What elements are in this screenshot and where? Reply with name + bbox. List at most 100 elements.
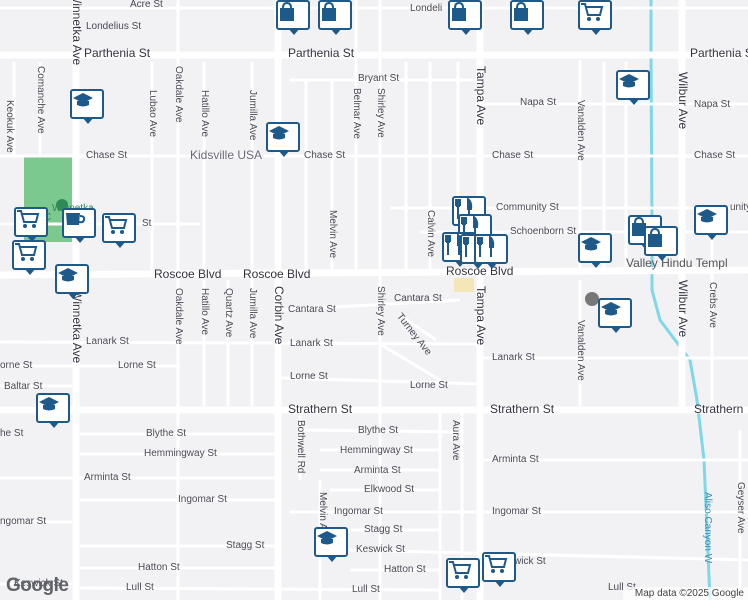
street-label: Geyser Ave	[735, 482, 746, 534]
street-label: Wilbur Ave	[676, 72, 690, 130]
map-data-attribution[interactable]: Map data ©2025 Google	[634, 588, 744, 599]
street-label: Stagg St	[364, 524, 403, 535]
street-label: Napa St	[694, 99, 731, 110]
street-label: Londelius St	[86, 21, 142, 32]
school-pin[interactable]	[314, 527, 352, 562]
street-label: Vanalden Ave	[575, 320, 586, 381]
map-footer: Map data ©2025 Google	[622, 587, 748, 600]
school-icon	[619, 74, 639, 88]
coffee-cup-icon	[66, 213, 86, 225]
shopping-pin[interactable]	[318, 0, 356, 35]
shopping-bag-icon	[514, 2, 528, 21]
school-icon	[39, 397, 59, 411]
aliso-canyon-wash	[649, 0, 712, 600]
shopping-pin[interactable]	[448, 0, 486, 35]
street-label: Chase St	[304, 150, 346, 161]
restaurant-pin[interactable]	[474, 234, 512, 269]
place-label: Valley Hindu Templ	[626, 256, 728, 270]
grocery-pin[interactable]	[102, 213, 140, 248]
street-label: Chase St	[492, 150, 534, 161]
street-label: Strathern St	[288, 402, 353, 416]
street-label: Schoenborn St	[510, 226, 577, 237]
street-label: Ingomar St	[178, 494, 227, 505]
street-label: Shirley Ave	[375, 88, 386, 138]
shopping-pin[interactable]	[510, 0, 548, 35]
plaza-area	[454, 278, 474, 292]
street-label: Quartz Ave	[223, 288, 234, 338]
street-label: Lorne St	[118, 360, 156, 371]
street-label: Cantara St	[288, 304, 336, 315]
school-icon	[581, 237, 601, 251]
street-label: Wilbur Ave	[676, 280, 690, 338]
school-pin[interactable]	[694, 205, 732, 240]
school-pin[interactable]	[578, 233, 616, 268]
street-label: Hemmingway St	[340, 445, 413, 456]
cart-icon	[105, 216, 128, 234]
cafe-pin[interactable]	[62, 208, 100, 243]
school-icon	[601, 302, 621, 316]
school-pin[interactable]	[36, 393, 74, 428]
street-label: Elkwood St	[364, 484, 415, 495]
school-icon	[697, 209, 717, 223]
street-label: Crebs Ave	[707, 282, 718, 328]
street-label: Ingomar St	[334, 506, 383, 517]
school-icon	[73, 93, 93, 107]
waterway-label: Aliso Canyon W	[702, 492, 713, 564]
street-label: Lull St	[126, 582, 154, 593]
street-label: Roscoe Blvd	[154, 267, 222, 281]
shopping-pin[interactable]	[276, 0, 314, 35]
street-label: Hemmingway St	[144, 448, 217, 459]
street-label: he St	[0, 428, 24, 439]
shopping-bag-icon	[280, 2, 294, 21]
cart-icon	[17, 210, 40, 228]
street-label: Bryant St	[358, 73, 400, 84]
grocery-pin[interactable]	[578, 0, 616, 35]
street-label: Hatillo Ave	[199, 288, 210, 336]
google-logo: Google	[6, 575, 69, 596]
school-pin[interactable]	[266, 122, 304, 157]
street-label: Lanark St	[492, 352, 535, 363]
street-label: wick St	[514, 556, 546, 567]
street-label: orne St	[0, 360, 33, 371]
shopping-bag-icon	[648, 228, 662, 247]
place-label: Kidsville USA	[190, 148, 263, 162]
school-pin[interactable]	[598, 298, 636, 333]
street-label: Tampa Ave	[474, 66, 488, 126]
school-icon	[58, 268, 78, 282]
fork-knife-icon	[477, 236, 495, 257]
street-label: Hatillo Ave	[199, 90, 210, 138]
shopping-pin[interactable]	[644, 226, 682, 261]
grocery-pin[interactable]	[446, 558, 484, 593]
school-pin[interactable]	[616, 70, 654, 105]
temple-icon[interactable]	[585, 292, 599, 306]
street-label: Hatton St	[138, 562, 180, 573]
street-label: Vanalden Ave	[575, 100, 586, 161]
street-label: Londeli	[410, 3, 443, 14]
grocery-pin[interactable]	[482, 552, 520, 587]
street-label: Calvin Ave	[425, 210, 436, 258]
grocery-pin[interactable]	[12, 240, 50, 275]
street-label: Lubao Ave	[147, 90, 158, 138]
street-label: Belmar Ave	[351, 88, 362, 139]
street-label: Lanark St	[86, 336, 129, 347]
street-label: Blythe St	[358, 425, 399, 436]
street-label: Ingomar St	[492, 506, 541, 517]
street-label: Chase St	[694, 150, 736, 161]
shopping-bag-icon	[632, 217, 646, 236]
street-label: Corbin Ave	[272, 286, 286, 345]
street-label: Keswick St	[14, 578, 63, 589]
street-label: Hatton St	[384, 564, 426, 575]
street-label: Chase St	[86, 150, 128, 161]
street-label: Strathern	[694, 402, 744, 416]
street-label: Arminta St	[84, 472, 131, 483]
street-label: Cantara St	[394, 293, 442, 304]
street-label: Keokuk Ave	[4, 100, 15, 153]
grocery-pin[interactable]	[14, 207, 52, 242]
school-pin[interactable]	[55, 264, 93, 299]
street-label: Acre St	[130, 0, 163, 10]
school-pin[interactable]	[70, 89, 108, 124]
street-label: Parthenia St	[288, 46, 355, 60]
